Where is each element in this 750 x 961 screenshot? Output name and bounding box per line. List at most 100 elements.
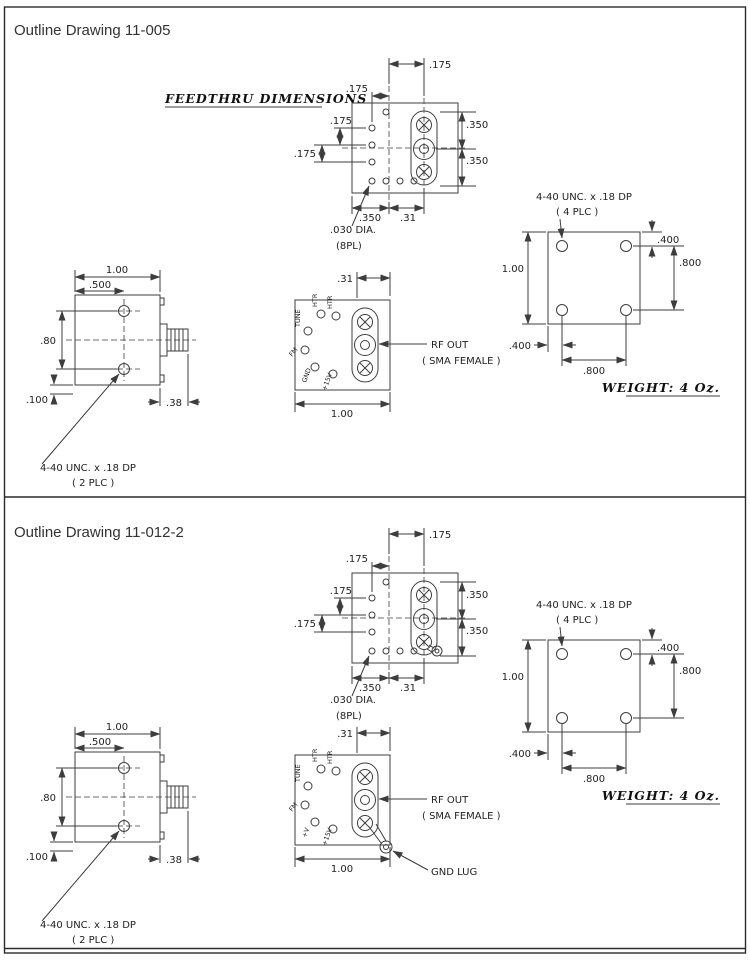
pin-label: +15V (320, 826, 334, 846)
front-view-11-005: HTR HTR TUNE FM GND +15V .31 1.00 RF OUT… (287, 272, 501, 420)
dim-label: 1.00 (331, 409, 353, 420)
tap-note: 4-40 UNC. x .18 DP (40, 463, 136, 474)
dim-label: .100 (26, 395, 48, 406)
dim-label: 1.00 (106, 722, 128, 733)
rf-out-sublabel: ( SMA FEMALE ) (422, 356, 501, 367)
sma-connector-icon (413, 608, 435, 630)
dim-label: .80 (40, 793, 56, 804)
dim-label: .31 (400, 683, 416, 694)
section2-title: Outline Drawing 11-012-2 (14, 524, 184, 541)
pin-circles (300, 309, 341, 379)
mount-pattern-11-005: 4-40 UNC. x .18 DP ( 4 PLC ) 1.00 .400 .… (502, 192, 720, 397)
dim-label: .175 (429, 530, 451, 541)
mount-pattern-11-012-2: 4-40 UNC. x .18 DP ( 4 PLC ) 1.00 .400 .… (502, 600, 720, 805)
hole-note: .030 DIA. (330, 225, 376, 236)
dim-label: .38 (166, 855, 182, 866)
section1-title: Outline Drawing 11-005 (14, 22, 170, 39)
weight-note: WEIGHT: 4 Oz. (602, 380, 720, 395)
dim-label: .38 (166, 398, 182, 409)
dim-label: .350 (466, 156, 488, 167)
feedthru-holes (368, 108, 418, 185)
screw-bottom-icon (357, 360, 373, 376)
pin-label: +V (300, 826, 311, 839)
dim-label: .500 (89, 280, 111, 291)
dim-label: .400 (509, 749, 531, 760)
pin-label: HTR (311, 293, 319, 307)
screw-top-icon (357, 314, 373, 330)
dim-label: .175 (294, 619, 316, 630)
dim-label: .31 (337, 729, 353, 740)
dim-label: .350 (359, 213, 381, 224)
front-view-11-012-2: HTR HTR TUNE FM +V +15V .31 1.00 RF OUT … (287, 727, 501, 878)
dim-label: 1.00 (331, 864, 353, 875)
mount-note: 4-40 UNC. x .18 DP (536, 192, 632, 203)
feedthru-dimensions: .175 .175 .175 .175 .350 .350 .350 .31 (294, 58, 488, 252)
ground-lug-icon (426, 644, 443, 657)
screw-top-icon (416, 587, 432, 603)
sma-connector-icon (354, 334, 376, 356)
feedthru-view-11-005: .175 .175 .175 .175 .350 .350 .350 .31 (294, 58, 488, 252)
page-border (3, 6, 747, 954)
hole-note: (8PL) (336, 241, 362, 252)
dim-label: 1.00 (106, 265, 128, 276)
mount-holes (556, 648, 632, 724)
feedthru-view-11-012-2: .175 .175 .175 .175 .350 .350 .350 .31 (294, 528, 488, 722)
screw-bottom-icon (416, 634, 432, 650)
sma-connector-icon (354, 789, 376, 811)
feedthru-heading: FEEDTHRU DIMENSIONS (164, 91, 367, 106)
rf-out-label: RF OUT (431, 795, 469, 806)
dim-label: .80 (40, 336, 56, 347)
pin-label: HTR (326, 295, 334, 309)
dim-label: .100 (26, 852, 48, 863)
mount-note: ( 4 PLC ) (556, 207, 598, 218)
dim-label: .175 (294, 149, 316, 160)
mount-note: ( 4 PLC ) (556, 615, 598, 626)
rf-out-label: RF OUT (431, 340, 469, 351)
screw-top-icon (357, 769, 373, 785)
dim-label: .31 (400, 213, 416, 224)
weight-note: WEIGHT: 4 Oz. (602, 788, 720, 803)
pin-label: FM (287, 346, 299, 358)
dim-label: .800 (679, 666, 701, 677)
dim-label: .400 (657, 235, 679, 246)
ground-lug-icon (369, 823, 393, 854)
sma-connector-icon (413, 138, 435, 160)
screw-bottom-icon (416, 164, 432, 180)
dim-label: .800 (583, 774, 605, 785)
rf-out-sublabel: ( SMA FEMALE ) (422, 811, 501, 822)
gnd-lug-label: GND LUG (431, 867, 477, 878)
feedthru-dimensions: .175 .175 .175 .175 .350 .350 .350 .31 (294, 528, 488, 722)
side-view-11-005: 1.00 .500 .80 .100 .38 4-40 UNC. x .18 D… (26, 265, 200, 489)
dim-label: .400 (509, 341, 531, 352)
side-view-11-012-2: 1.00 .500 .80 .100 .38 4-40 UNC. x .18 D… (26, 722, 200, 946)
dim-label: .400 (657, 643, 679, 654)
tap-note: 4-40 UNC. x .18 DP (40, 920, 136, 931)
dim-label: .350 (359, 683, 381, 694)
dim-label: .800 (583, 366, 605, 377)
dim-label: .175 (429, 60, 451, 71)
dim-label: .31 (337, 274, 353, 285)
feedthru-holes (368, 578, 418, 655)
dim-label: .800 (679, 258, 701, 269)
hole-note: .030 DIA. (330, 695, 376, 706)
mount-holes (556, 240, 632, 316)
screw-top-icon (416, 117, 432, 133)
dim-label: 1.00 (502, 672, 524, 683)
dim-label: .175 (346, 84, 368, 95)
dim-label: .350 (466, 626, 488, 637)
dim-label: .350 (466, 590, 488, 601)
pin-label: HTR (311, 748, 319, 762)
dim-label: .175 (330, 586, 352, 597)
pin-label: +15V (320, 371, 334, 391)
pin-circles (300, 764, 341, 834)
pin-label: TUNE (294, 764, 302, 783)
pin-label: HTR (326, 750, 334, 764)
tap-note: ( 2 PLC ) (72, 935, 114, 946)
dim-label: 1.00 (502, 264, 524, 275)
tap-note: ( 2 PLC ) (72, 478, 114, 489)
pin-label: GND (300, 367, 313, 384)
pin-label: FM (287, 801, 299, 813)
dim-label: .175 (346, 554, 368, 565)
